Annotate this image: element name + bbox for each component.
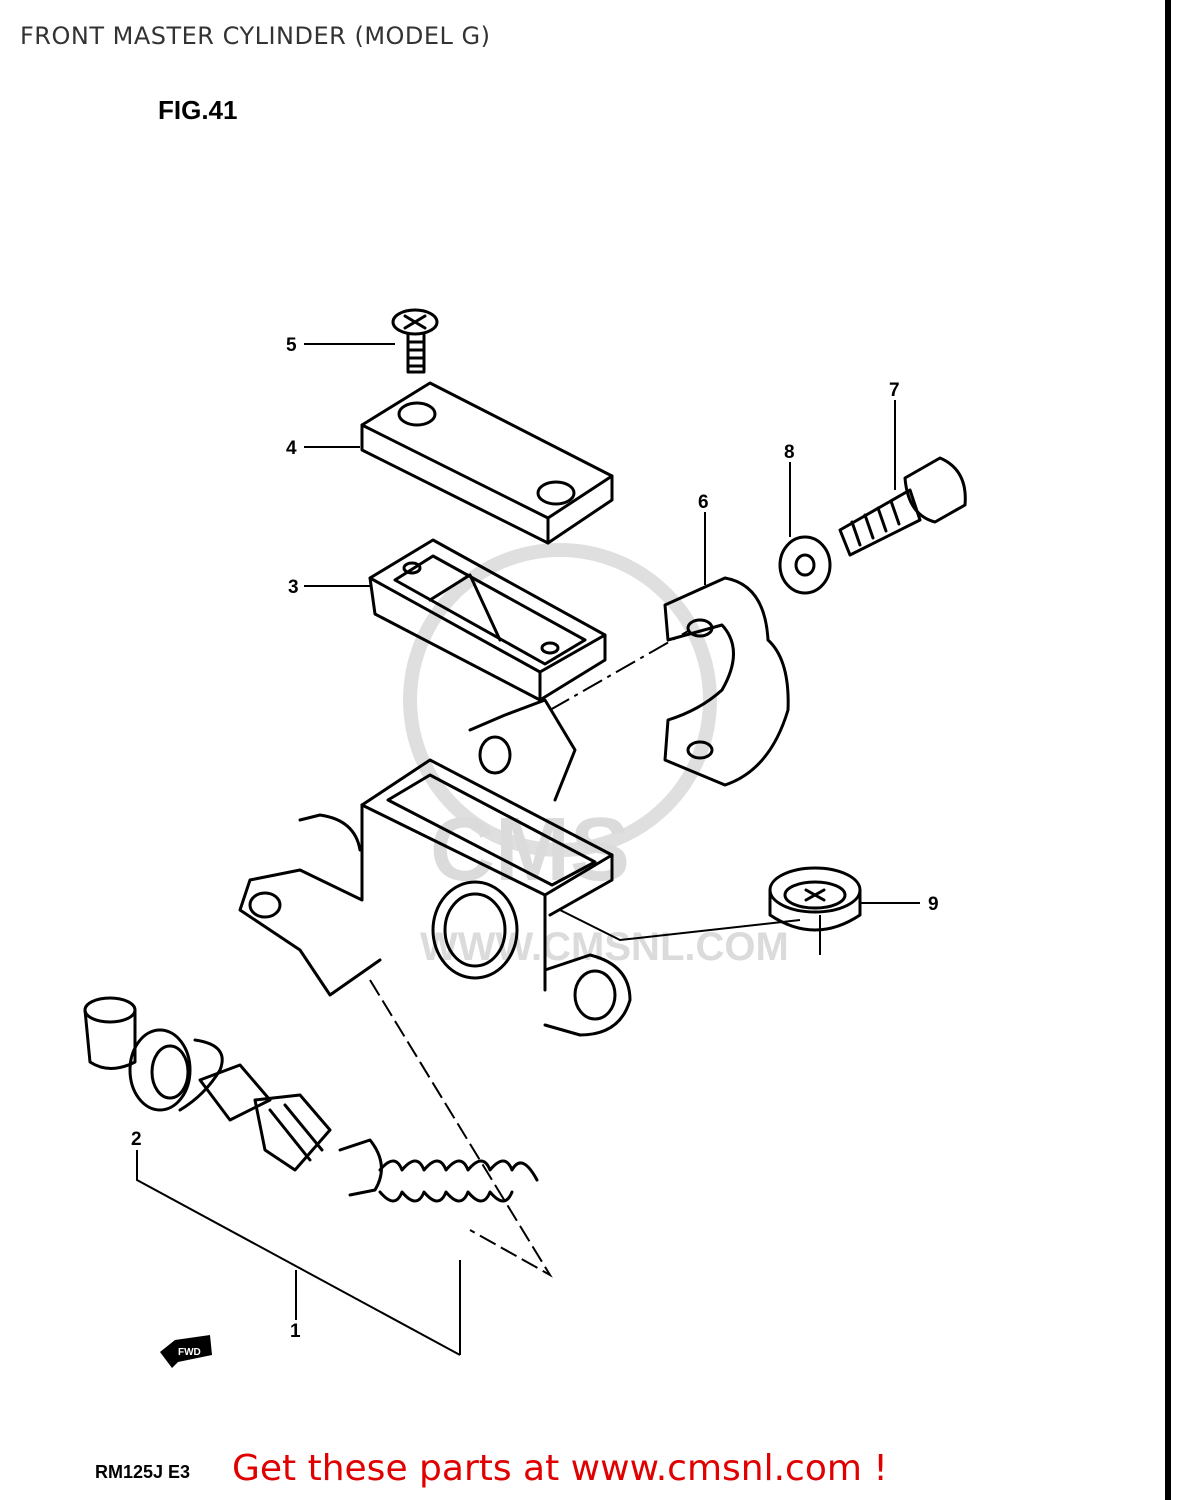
label-part-3: 3 (288, 577, 299, 598)
label-part-4: 4 (286, 438, 297, 459)
label-part-1: 1 (290, 1321, 301, 1342)
part-5-screw (391, 308, 439, 374)
part-4-reservoir-cap (360, 381, 614, 545)
part-6-holder (663, 576, 790, 787)
part-3-diaphragm (368, 538, 607, 702)
forward-arrow-icon: FWD (160, 1335, 212, 1368)
part-9-boot (768, 866, 862, 932)
part-2-circlip (178, 1038, 224, 1112)
label-part-8: 8 (784, 442, 795, 463)
watermark: CMS WWW.CMSNL.COM (403, 543, 789, 969)
part-7-bolt (838, 456, 967, 557)
right-border (1165, 0, 1171, 1500)
label-part-2: 2 (131, 1129, 142, 1150)
part-8-washer (778, 535, 832, 595)
figure-label: FIG.41 (158, 95, 238, 125)
label-part-7: 7 (889, 380, 900, 401)
model-code: RM125J E3 (95, 1462, 191, 1482)
part-1-piston-assembly (83, 996, 539, 1203)
label-part-9: 9 (928, 894, 939, 915)
label-part-6: 6 (698, 492, 709, 513)
fwd-text: FWD (178, 1347, 201, 1358)
page-title: FRONT MASTER CYLINDER (MODEL G) (20, 22, 491, 50)
label-part-5: 5 (286, 335, 297, 356)
exploded-view-diagram: CMS WWW.CMSNL.COM (83, 308, 967, 1368)
promo-text: Get these parts at www.cmsnl.com ! (232, 1448, 888, 1489)
master-cylinder-body (238, 698, 632, 1037)
